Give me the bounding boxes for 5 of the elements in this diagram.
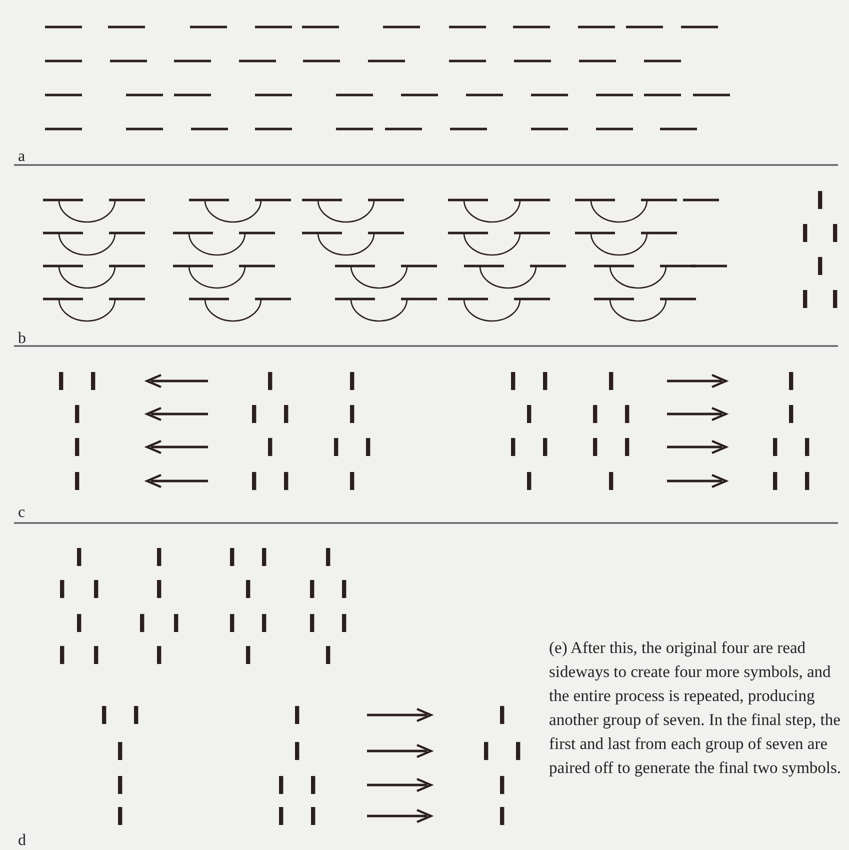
section-letter: a <box>18 148 26 166</box>
section-letter: c <box>18 504 26 522</box>
section-letter: d <box>18 832 26 850</box>
section-letter: b <box>18 330 26 348</box>
caption-text: (e) After this, the original four are read sideways to create four more symbols, and the entire process is repeated, producing another group of seven. In the final step, the first and last from each group of seven are paired off to generate the final two symbols. <box>549 637 842 779</box>
